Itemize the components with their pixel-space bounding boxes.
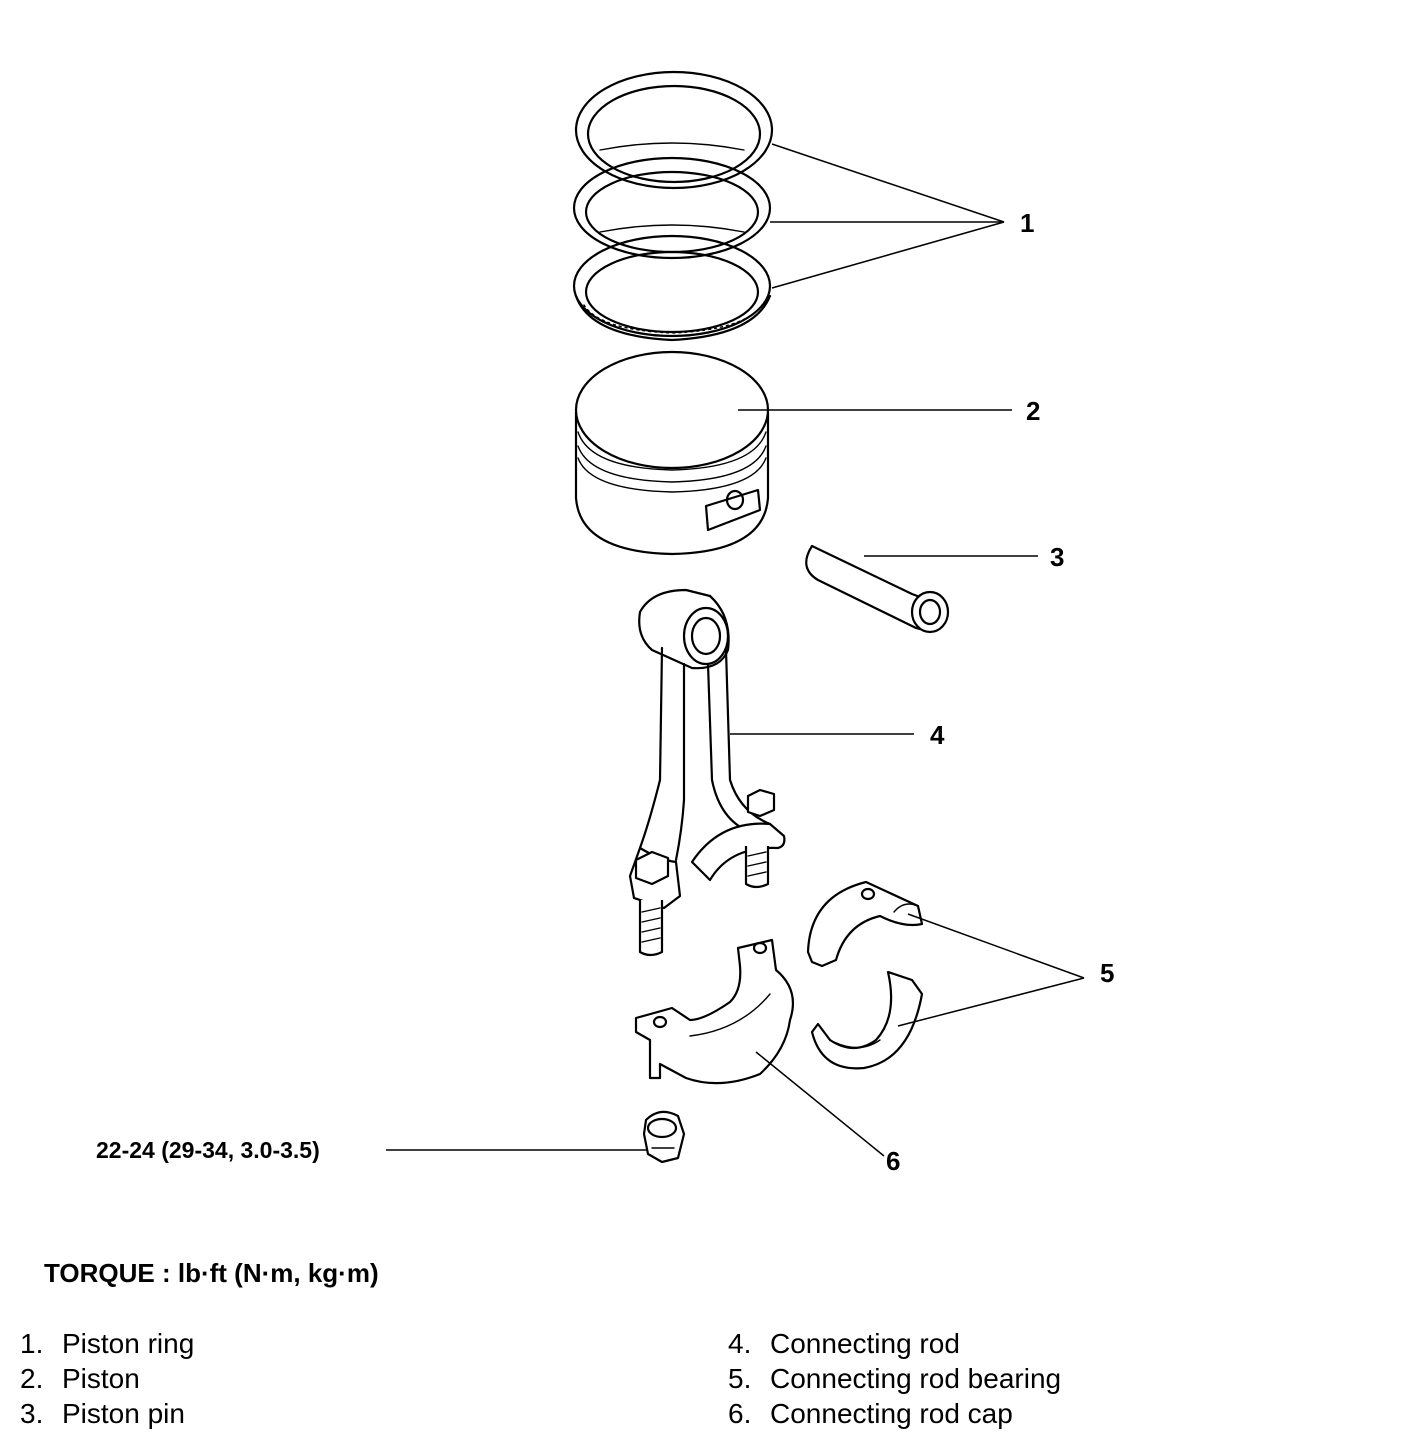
legend-label: Connecting rod cap	[770, 1398, 1013, 1429]
rod-bolt-right	[744, 788, 776, 889]
legend-item: 2. Piston	[20, 1361, 194, 1396]
legend-number: 6.	[728, 1398, 752, 1429]
legend-label: Connecting rod	[770, 1328, 960, 1359]
legend-number: 3.	[20, 1398, 44, 1429]
piston-rings	[572, 70, 774, 342]
piston-ring-oil	[572, 224, 772, 342]
legend-number: 1.	[20, 1328, 44, 1359]
legend-item: 6. Connecting rod cap	[728, 1396, 1061, 1431]
leader-5a	[907, 913, 1085, 979]
rod-bolt-left	[634, 850, 670, 957]
connecting-rod	[628, 588, 786, 957]
piston	[574, 350, 770, 556]
torque-units-heading: TORQUE : lb·ft (N·m, kg·m)	[44, 1258, 379, 1288]
legend-label: Piston pin	[62, 1398, 185, 1429]
callout-1: 1	[1020, 208, 1034, 238]
callout-numbers: 1 2 3 4 5 6	[886, 208, 1114, 1176]
leader-5b	[897, 977, 1085, 1027]
legend-item: 1. Piston ring	[20, 1326, 194, 1361]
leader-1c	[771, 221, 1005, 289]
legend-number: 2.	[20, 1363, 44, 1394]
callout-4: 4	[930, 720, 945, 750]
callout-2: 2	[1026, 396, 1040, 426]
rod-bearings	[806, 880, 924, 1070]
connecting-rod-cap	[634, 938, 794, 1085]
legend-number: 4.	[728, 1328, 752, 1359]
piston-ring-top	[574, 70, 774, 190]
parts-legend-left: 1. Piston ring 2. Piston 3. Piston pin	[20, 1326, 194, 1431]
rod-bearing-lower	[810, 970, 924, 1070]
legend-label: Piston	[62, 1363, 140, 1394]
legend-item: 5. Connecting rod bearing	[728, 1361, 1061, 1396]
legend-number: 5.	[728, 1363, 752, 1394]
callout-5: 5	[1100, 958, 1114, 988]
legend-item: 3. Piston pin	[20, 1396, 194, 1431]
piston-pin	[805, 544, 950, 634]
torque-spec-label: 22-24 (29-34, 3.0-3.5)	[96, 1137, 320, 1163]
rod-bearing-upper	[806, 880, 924, 968]
callout-6: 6	[886, 1146, 900, 1176]
cap-nut	[642, 1110, 686, 1164]
leader-6	[755, 1051, 885, 1157]
legend-label: Connecting rod bearing	[770, 1363, 1062, 1394]
callout-3: 3	[1050, 542, 1064, 572]
leader-1a	[771, 143, 1005, 223]
legend-label: Piston ring	[62, 1328, 195, 1359]
leader-lines	[386, 143, 1085, 1157]
parts-legend-right: 4. Connecting rod 5. Connecting rod bearin…	[728, 1326, 1061, 1431]
legend-item: 4. Connecting rod	[728, 1326, 1061, 1361]
